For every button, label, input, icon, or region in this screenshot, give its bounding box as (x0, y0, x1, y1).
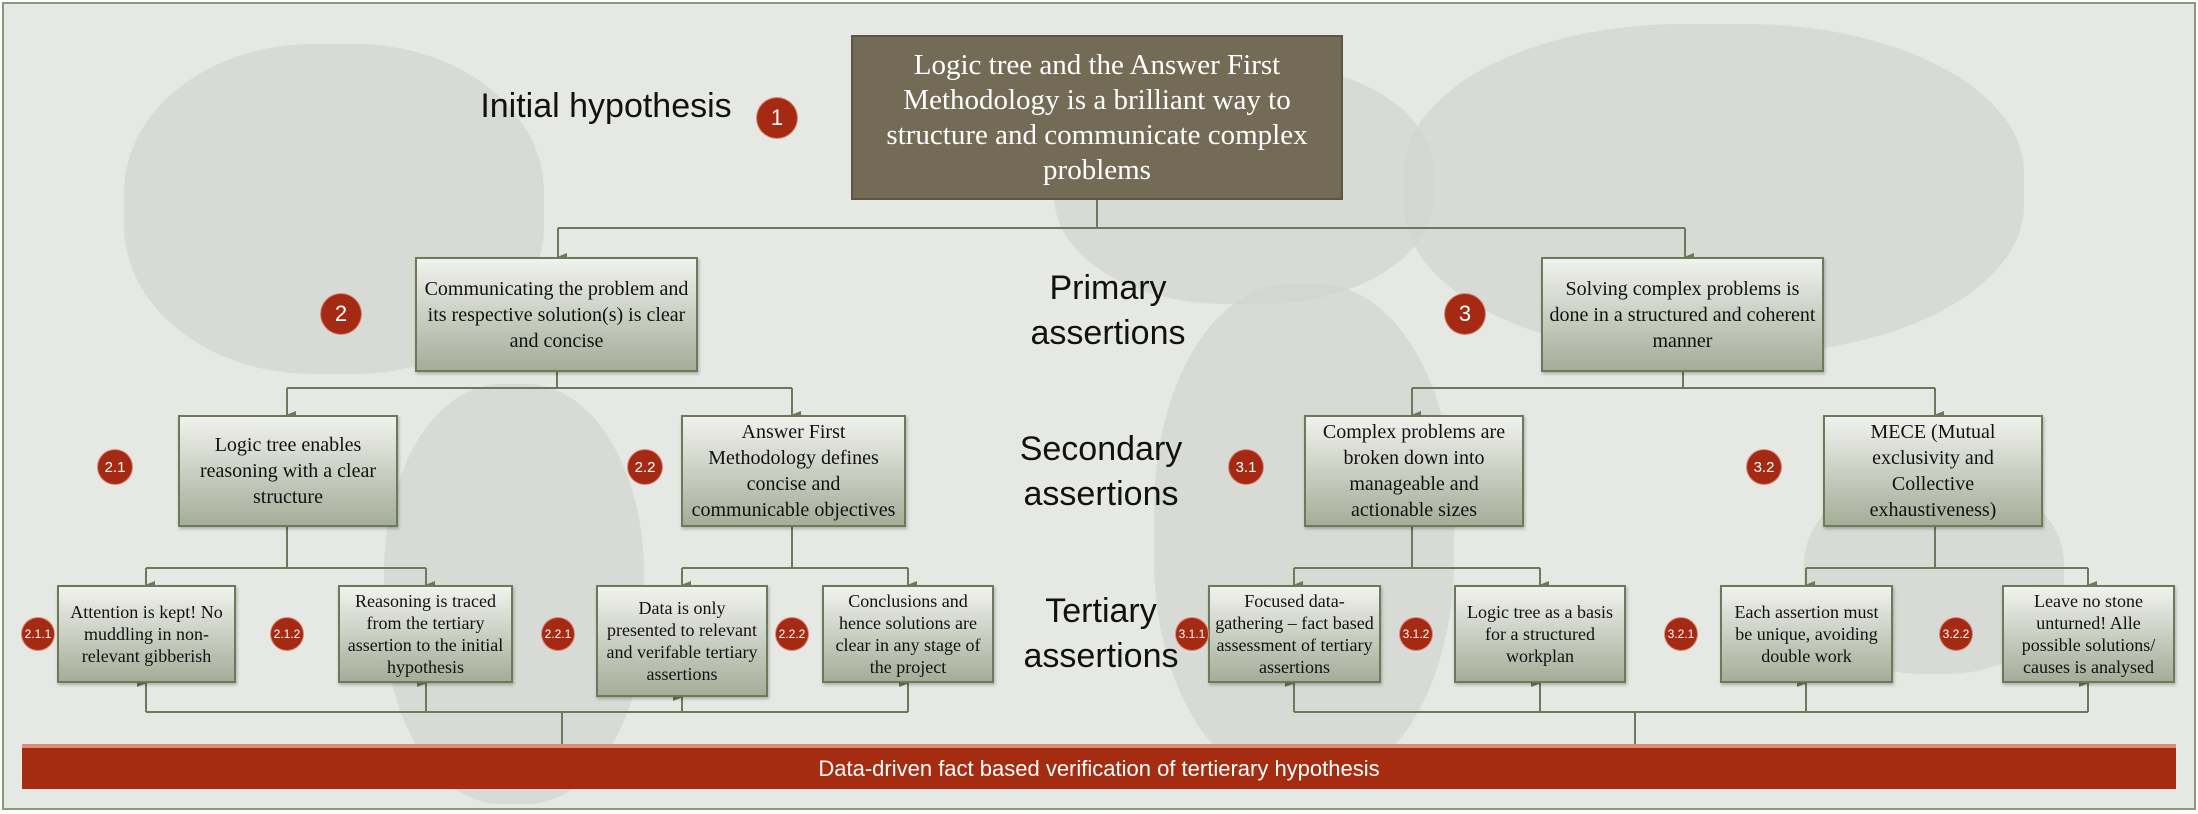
badge-2-1-1: 2.1.1 (22, 618, 54, 650)
level-label-primary: Primary assertions (1030, 269, 1186, 352)
tertiary-box-2-1-1: Attention is kept! No muddling in non-re… (57, 585, 236, 683)
box-text: Leave no stone unturned! Alle possible s… (2021, 591, 2156, 677)
badge-3-2-2: 3.2.2 (1940, 618, 1972, 650)
badge-2: 2 (321, 294, 361, 334)
secondary-box-2-1: Logic tree enables reasoning with a clea… (178, 415, 398, 527)
secondary-box-3-2: MECE (Mutual exclusivity and Collective … (1823, 415, 2043, 527)
badge-3-2: 3.2 (1747, 450, 1781, 484)
box-text: Answer First Methodology defines concise… (691, 421, 896, 521)
secondary-box-3-1: Complex problems are broken down into ma… (1304, 415, 1524, 527)
box-text: Complex problems are broken down into ma… (1322, 421, 1506, 521)
level-label-initial: Initial hypothesis (480, 87, 732, 125)
badge-3-1-2: 3.1.2 (1400, 618, 1432, 650)
tertiary-box-3-1-1: Focused data-gathering – fact based asse… (1208, 585, 1381, 683)
badge-3-1: 3.1 (1229, 450, 1263, 484)
badge-2-1: 2.1 (98, 450, 132, 484)
primary-box-2: Communicating the problem and its respec… (415, 257, 698, 372)
initial-hypothesis-text: Logic tree and the Answer First Methodol… (886, 48, 1308, 186)
badge-2-2-2: 2.2.2 (776, 618, 808, 650)
box-text: Logic tree as a basis for a structured w… (1467, 602, 1613, 666)
initial-hypothesis-box: Logic tree and the Answer First Methodol… (851, 35, 1343, 200)
badge-2-2-1: 2.2.1 (542, 618, 574, 650)
box-text: MECE (Mutual exclusivity and Collective … (1869, 421, 1997, 521)
box-text: Solving complex problems is done in a st… (1549, 277, 1816, 352)
box-text: Attention is kept! No muddling in non-re… (70, 602, 223, 666)
verification-bar: Data-driven fact based verification of t… (22, 744, 2176, 789)
tertiary-box-2-2-1: Data is only presented to relevant and v… (596, 585, 768, 697)
tertiary-box-2-1-2: Reasoning is traced from the tertiary as… (338, 585, 513, 683)
verification-bar-text: Data-driven fact based verification of t… (818, 755, 1380, 781)
tertiary-box-2-2-2: Conclusions and hence solutions are clea… (822, 585, 994, 683)
badge-3-1-1: 3.1.1 (1176, 618, 1208, 650)
badge-3: 3 (1445, 294, 1485, 334)
box-text: Reasoning is traced from the tertiary as… (347, 591, 504, 677)
box-text: Communicating the problem and its respec… (424, 277, 689, 352)
tertiary-box-3-2-2: Leave no stone unturned! Alle possible s… (2002, 585, 2175, 683)
badge-3-2-1: 3.2.1 (1665, 618, 1697, 650)
primary-box-3: Solving complex problems is done in a st… (1541, 257, 1824, 372)
box-text: Each assertion must be unique, avoiding … (1734, 602, 1879, 666)
tertiary-box-3-2-1: Each assertion must be unique, avoiding … (1720, 585, 1893, 683)
level-label-secondary: Secondary assertions (1019, 430, 1183, 513)
secondary-box-2-2: Answer First Methodology defines concise… (681, 415, 906, 527)
box-text: Logic tree enables reasoning with a clea… (199, 434, 377, 508)
box-text: Focused data-gathering – fact based asse… (1215, 591, 1374, 677)
badge-1: 1 (757, 98, 797, 138)
map-background (1154, 284, 1454, 784)
badge-2-2: 2.2 (628, 450, 662, 484)
box-text: Conclusions and hence solutions are clea… (835, 591, 981, 677)
box-text: Data is only presented to relevant and v… (606, 598, 758, 684)
level-label-tertiary: Tertiary assertions (1023, 592, 1179, 675)
badge-2-1-2: 2.1.2 (271, 618, 303, 650)
tertiary-box-3-1-2: Logic tree as a basis for a structured w… (1454, 585, 1626, 683)
